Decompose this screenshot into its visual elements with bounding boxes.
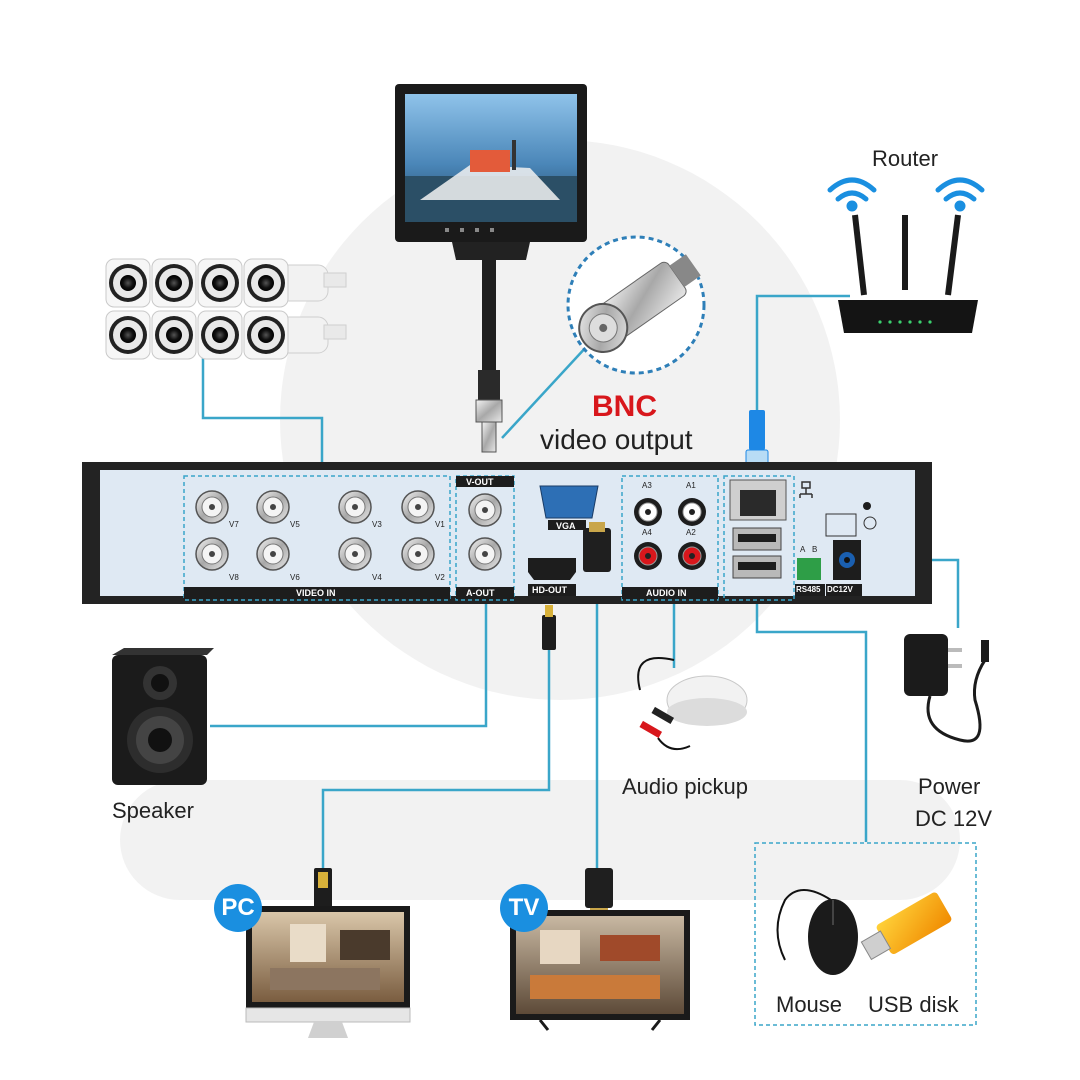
a-out-port <box>468 537 502 571</box>
camera-line <box>201 356 324 478</box>
video-in-port <box>195 490 229 524</box>
bullet-camera <box>105 310 151 360</box>
router <box>827 177 985 333</box>
audio-in-port <box>634 542 662 570</box>
video-channel-label: V3 <box>372 520 382 529</box>
bnc-closeup <box>566 235 706 375</box>
audio-channel-label: A4 <box>642 528 652 537</box>
video-channel-label: V7 <box>229 520 239 529</box>
pc-line <box>321 650 551 870</box>
rs485-pin-label: B <box>812 545 818 554</box>
rs485-pin-label: A <box>800 545 806 554</box>
rs485-label: RS485 <box>796 585 821 594</box>
audio-in-port <box>634 498 662 526</box>
monitor <box>395 84 587 453</box>
video-in-port <box>256 537 290 571</box>
bullet-camera <box>243 258 347 308</box>
vga-label: VGA <box>556 521 576 531</box>
wifi-icon <box>827 177 985 212</box>
video-channel-label: V2 <box>435 573 445 582</box>
bullet-camera <box>197 258 243 308</box>
a-out-label: A-OUT <box>466 588 495 598</box>
video-channel-label: V1 <box>435 520 445 529</box>
video-in-port <box>401 490 435 524</box>
audio-in-port <box>678 498 706 526</box>
bullet-camera <box>197 310 243 360</box>
speaker-line <box>210 600 488 728</box>
video-in-port <box>338 537 372 571</box>
video-channel-label: V5 <box>290 520 300 529</box>
usb-disk-label: USB disk <box>868 992 959 1017</box>
audio-in-port <box>678 542 706 570</box>
pc-monitor <box>245 868 411 1038</box>
mouse-label: Mouse <box>776 992 843 1017</box>
video-in-port <box>256 490 290 524</box>
dc12v-label: DC12V <box>827 585 853 594</box>
bnc-title: BNC <box>592 390 657 423</box>
video-in-port <box>195 537 229 571</box>
peripherals-box <box>754 842 977 1026</box>
video-channel-label: V8 <box>229 573 239 582</box>
bnc-callout-line <box>501 344 589 439</box>
pc-badge: PC <box>214 884 262 932</box>
usb-line <box>755 585 868 842</box>
video-channel-label: V4 <box>372 573 382 582</box>
hd-out-label: HD-OUT <box>532 585 567 595</box>
bnc-subtitle: video output <box>540 424 693 455</box>
bullet-camera <box>151 258 197 308</box>
tv-badge: TV <box>500 884 548 932</box>
network-usb-group <box>723 475 795 601</box>
connection-lines <box>201 294 960 870</box>
audio-pickup <box>637 657 748 751</box>
v-out-label: V-OUT <box>466 477 494 487</box>
camera-group <box>105 258 347 360</box>
audio-in-group <box>621 475 719 601</box>
dvr-unit <box>82 462 932 604</box>
video-in-label: VIDEO IN <box>296 588 336 598</box>
audio-in-label: AUDIO IN <box>646 588 687 598</box>
bullet-camera <box>151 310 197 360</box>
audio-channel-label: A2 <box>686 528 696 537</box>
bullet-camera <box>105 258 151 308</box>
video-channel-label: V6 <box>290 573 300 582</box>
speaker-label: Speaker <box>112 798 194 823</box>
bullet-camera <box>243 310 347 360</box>
video-in-group <box>183 475 451 601</box>
video-in-port <box>401 537 435 571</box>
audio-channel-label: A1 <box>686 481 696 490</box>
router-label: Router <box>872 146 939 171</box>
audio-pickup-label: Audio pickup <box>622 774 748 799</box>
power-adapter <box>904 634 989 743</box>
tv <box>510 868 690 1031</box>
router-line <box>755 294 850 410</box>
hdmi-cable <box>542 605 556 650</box>
speaker <box>112 648 214 785</box>
audio-channel-label: A3 <box>642 481 652 490</box>
video-in-port <box>338 490 372 524</box>
power-voltage-label: DC 12V <box>915 806 993 831</box>
power-label: Power <box>918 774 981 799</box>
v-out-port <box>468 493 502 527</box>
